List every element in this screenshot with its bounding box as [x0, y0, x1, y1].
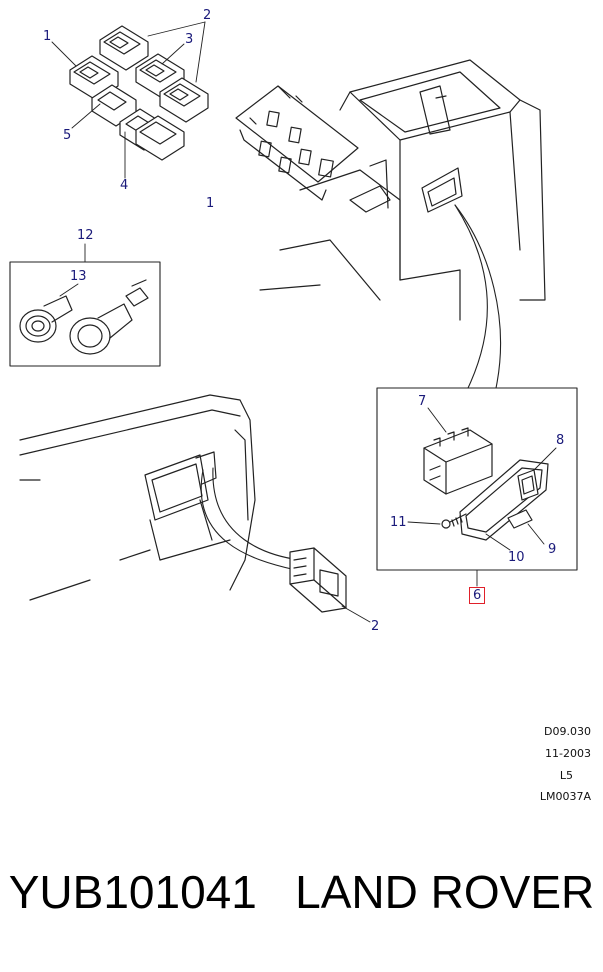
window-switch-cluster-drawing [69, 25, 209, 161]
line-art [9, 21, 578, 623]
leader-lines-box6 [407, 407, 557, 551]
callout-2-bottom[interactable]: 2 [371, 619, 380, 634]
drawing-level: L5 [559, 769, 573, 782]
drawing-code: D09.030 [544, 725, 591, 738]
callout-1-top[interactable]: 1 [43, 29, 52, 44]
callout-9[interactable]: 9 [548, 542, 557, 557]
connector-curve-top [454, 204, 488, 389]
drawing-date: 11-2003 [545, 747, 591, 760]
door-drawing [19, 394, 256, 601]
door-switch-drawing [289, 547, 347, 613]
leader-lines-top [51, 21, 206, 179]
callout-10[interactable]: 10 [508, 550, 525, 565]
callout-13[interactable]: 13 [70, 269, 87, 284]
callout-5[interactable]: 5 [63, 128, 72, 143]
callout-6-highlighted[interactable]: 6 [469, 587, 486, 604]
lighter-drawing [19, 279, 149, 355]
callout-8[interactable]: 8 [556, 433, 565, 448]
console-drawing [235, 59, 546, 321]
callout-12[interactable]: 12 [77, 228, 94, 243]
callout-4[interactable]: 4 [120, 178, 129, 193]
part-number: YUB101041 [8, 866, 257, 918]
footer-caption: YUB101041 LAND ROVER [0, 812, 603, 972]
callout-11[interactable]: 11 [390, 515, 407, 530]
callout-2-top[interactable]: 2 [203, 8, 212, 23]
callout-3[interactable]: 3 [185, 32, 194, 47]
brand-name: LAND ROVER [295, 866, 595, 918]
parts-diagram: 1 2 3 5 4 1 12 13 7 8 11 10 9 6 2 D09.03… [9, 8, 591, 803]
callout-1-mid[interactable]: 1 [206, 196, 215, 211]
callout-7[interactable]: 7 [418, 394, 427, 409]
bezel-drawing [423, 427, 549, 541]
drawing-sheet: LM0037A [539, 790, 591, 803]
